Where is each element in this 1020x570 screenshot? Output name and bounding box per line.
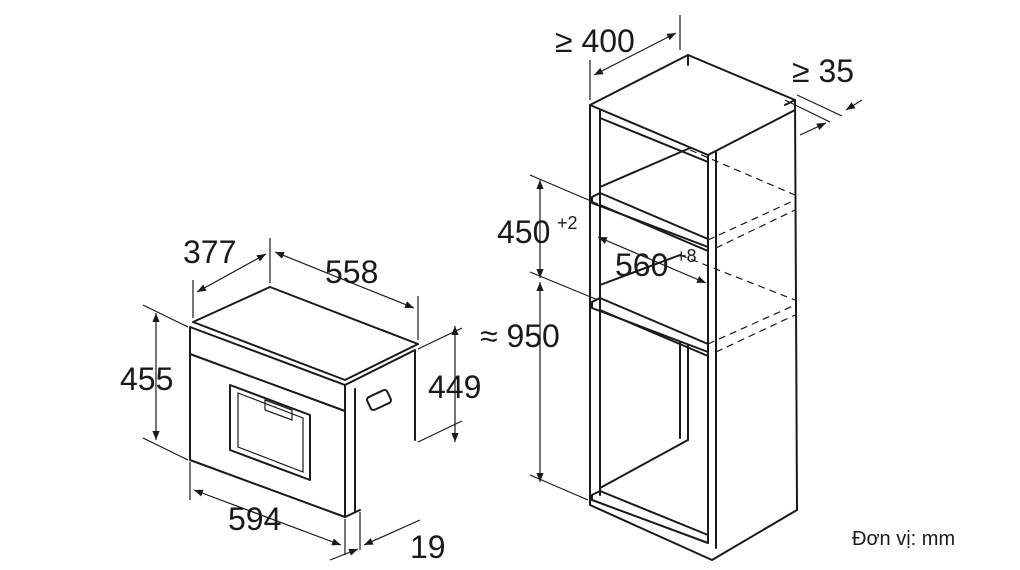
- cabinet-drawing: [589, 54, 798, 561]
- dim-appliance-height-front: 455: [120, 304, 189, 461]
- appliance-width-front-label: 594: [228, 501, 281, 537]
- appliance-height-side-label: 449: [428, 369, 481, 405]
- cabinet-back-gap-label: ≥ 35: [792, 53, 854, 89]
- dim-appliance-depth: 377: [183, 234, 271, 318]
- dim-appliance-width-front: 594: [189, 462, 346, 555]
- dim-appliance-width-top: 558: [274, 251, 419, 340]
- appliance-drawing: [189, 286, 419, 518]
- appliance-width-top-label: 558: [325, 254, 378, 290]
- dim-appliance-bezel: 19: [329, 512, 446, 565]
- dim-appliance-height-side: 449: [417, 326, 481, 443]
- appliance-height-front-label: 455: [120, 361, 173, 397]
- dim-cabinet-niche-height: 450 +2: [497, 174, 599, 301]
- dim-cabinet-depth: ≥ 400: [555, 15, 681, 100]
- unit-label: Đơn vị: mm: [852, 528, 955, 550]
- cabinet-depth-label: ≥ 400: [555, 23, 635, 59]
- cabinet-total-height-label: ≈ 950: [480, 318, 560, 354]
- cabinet-niche-width-label: 560: [615, 247, 668, 283]
- dim-cabinet-total-height: ≈ 950: [480, 282, 589, 501]
- appliance-depth-label: 377: [183, 234, 236, 270]
- dim-cabinet-niche-width: 560 +8: [597, 236, 707, 284]
- cabinet-niche-width-tolerance: +8: [676, 246, 697, 266]
- dim-cabinet-back-gap: ≥ 35: [784, 53, 863, 136]
- cabinet-niche-height-tolerance: +2: [557, 213, 578, 233]
- cabinet-niche-height-label: 450: [497, 214, 550, 250]
- appliance-bezel-label: 19: [410, 529, 446, 565]
